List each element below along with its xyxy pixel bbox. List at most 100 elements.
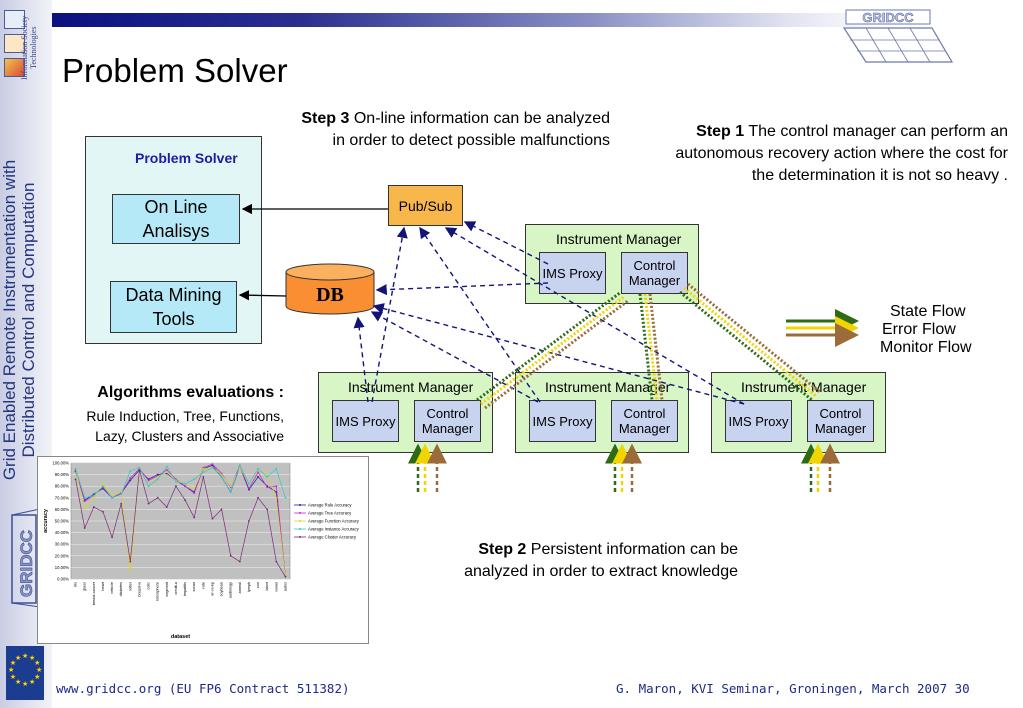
- dashed-arrow: [444, 227, 745, 405]
- chart-xlabel: dataset: [171, 634, 190, 640]
- chart-point: [248, 482, 250, 485]
- chart-ytick-label: 10.00%: [55, 565, 69, 570]
- step2-text: Step 2 Persistent information can be ana…: [410, 539, 738, 583]
- chart-xtick-label: vowel: [274, 582, 278, 592]
- instrument-manager-top-title: Instrument Manager: [556, 231, 682, 247]
- chart-point: [202, 471, 205, 474]
- chart-point: [165, 506, 168, 508]
- chart-xtick-label: sonar: [192, 581, 196, 591]
- chart-xtick-label: glass: [83, 582, 87, 591]
- control-manager-top: Control Manager: [621, 252, 688, 294]
- chart-point: [111, 494, 113, 497]
- chart-point: [184, 499, 186, 502]
- chart-point: [220, 508, 223, 511]
- chart-legend-label: Average Cluster Accuracy: [308, 535, 357, 540]
- step3-label: Step 3: [301, 110, 350, 127]
- eu-star-icon: ★: [36, 667, 43, 674]
- chart-ytick-label: 20.00%: [55, 553, 69, 558]
- chart-legend-label: Average Function Accuracy: [308, 519, 360, 524]
- db-to-datamining-arrow: [238, 289, 287, 301]
- chart-legend-marker: [299, 512, 301, 514]
- chart-xtick-label: heart: [101, 581, 105, 591]
- chart-legend-marker: [299, 528, 301, 530]
- eu-star-icon: ★: [34, 674, 41, 681]
- chart-ytick-label: 100.00%: [52, 461, 69, 466]
- chart-series-line: [75, 469, 286, 577]
- state-flow-line: [476, 290, 622, 402]
- instrument-manager-2-title: Instrument Manager: [545, 379, 671, 395]
- step2-label: Step 2: [478, 541, 527, 558]
- step3-text: Step 3 On-line information can be analyz…: [300, 108, 610, 152]
- chart-point: [175, 485, 177, 488]
- chart-point: [275, 496, 278, 499]
- chart-point: [193, 487, 196, 490]
- chart-point: [92, 506, 95, 508]
- control-manager-1-label: Control Manager: [421, 406, 474, 436]
- chart-point: [193, 516, 196, 519]
- chart-xtick-label: anneal: [238, 582, 242, 594]
- online-analysis-label: On Line Analisys: [142, 197, 210, 241]
- chart-point: [229, 554, 232, 557]
- gridcc-header-logo: GRIDCC: [842, 9, 954, 63]
- step1-label: Step 1: [696, 123, 745, 140]
- dashed-arrow: [375, 282, 549, 296]
- gridcc-side-logo: GRIDCC: [11, 508, 41, 608]
- chart-legend-marker: [299, 536, 301, 538]
- chart-point: [138, 469, 141, 471]
- instrument-manager-1-title: Instrument Manager: [348, 379, 474, 395]
- chart-point: [147, 479, 150, 482]
- chart-point: [202, 476, 205, 478]
- chart-point: [129, 479, 132, 482]
- algorithms-title: Algorithms evaluations :: [97, 384, 284, 401]
- state-flow-line: [679, 290, 813, 402]
- footer-url[interactable]: www.gridcc.org (EU FP6 Contract 511382): [56, 681, 350, 696]
- chart-point: [202, 467, 205, 470]
- chart-point: [83, 527, 86, 529]
- problem-solver-title: Problem Solver: [135, 150, 238, 166]
- db-label: DB: [316, 284, 344, 306]
- eu-star-icon: ★: [15, 654, 22, 662]
- ims-proxy-2-label: IMS Proxy: [532, 413, 593, 429]
- control-manager-3-label: Control Manager: [814, 406, 867, 436]
- chart-ytick-label: 90.00%: [55, 472, 69, 477]
- chart-legend-label: Average Instance Accuracy: [308, 527, 360, 532]
- chart-point: [275, 560, 278, 563]
- monitor-flow-line: [687, 282, 821, 394]
- data-mining-label: Data Mining Tools: [125, 285, 222, 329]
- algorithms-line2: Lazy, Clusters and Associative: [95, 428, 284, 444]
- chart-xtick-label: labor: [265, 581, 269, 590]
- chart-point: [165, 471, 168, 474]
- chart-point: [175, 480, 177, 483]
- chart-point: [147, 502, 150, 505]
- chart-point: [193, 492, 196, 495]
- step1-description: The control manager can perform an auton…: [675, 123, 1008, 184]
- chart-xtick-label: letter: [128, 581, 132, 590]
- chart-point: [111, 536, 113, 539]
- chart-point: [284, 496, 287, 499]
- monitor-flow-line: [484, 298, 630, 410]
- dashed-arrow: [463, 221, 549, 265]
- eu-star-icon: ★: [22, 653, 29, 660]
- chart-point: [120, 493, 123, 496]
- data-mining-box: Data Mining Tools: [110, 281, 237, 333]
- accuracy-chart-svg: 0.00%10.00%20.00%30.00%40.00%50.00%60.00…: [43, 461, 360, 641]
- chart-ytick-label: 0.00%: [57, 577, 69, 582]
- header-bar: [52, 13, 882, 27]
- error-flow-line: [683, 286, 817, 398]
- chart-xtick-label: audiology: [229, 582, 233, 598]
- legend-monitor-label: Monitor Flow: [880, 339, 972, 356]
- chart-point: [83, 500, 86, 503]
- chart-point: [74, 467, 77, 470]
- chart-point: [156, 496, 159, 499]
- chart-point: [156, 478, 159, 481]
- chart-xtick-label: iris: [74, 582, 78, 587]
- chart-point: [74, 478, 77, 481]
- algorithms-line1: Rule Induction, Tree, Functions,: [86, 408, 284, 424]
- chart-point: [165, 469, 168, 471]
- chart-ytick-label: 50.00%: [55, 519, 69, 524]
- control-manager-1: Control Manager: [414, 400, 481, 442]
- eu-flag-icon: ★★★★★★★★★★★★: [6, 646, 44, 700]
- ist-logo: [2, 4, 48, 80]
- chart-point: [111, 496, 113, 499]
- chart-point: [193, 478, 196, 481]
